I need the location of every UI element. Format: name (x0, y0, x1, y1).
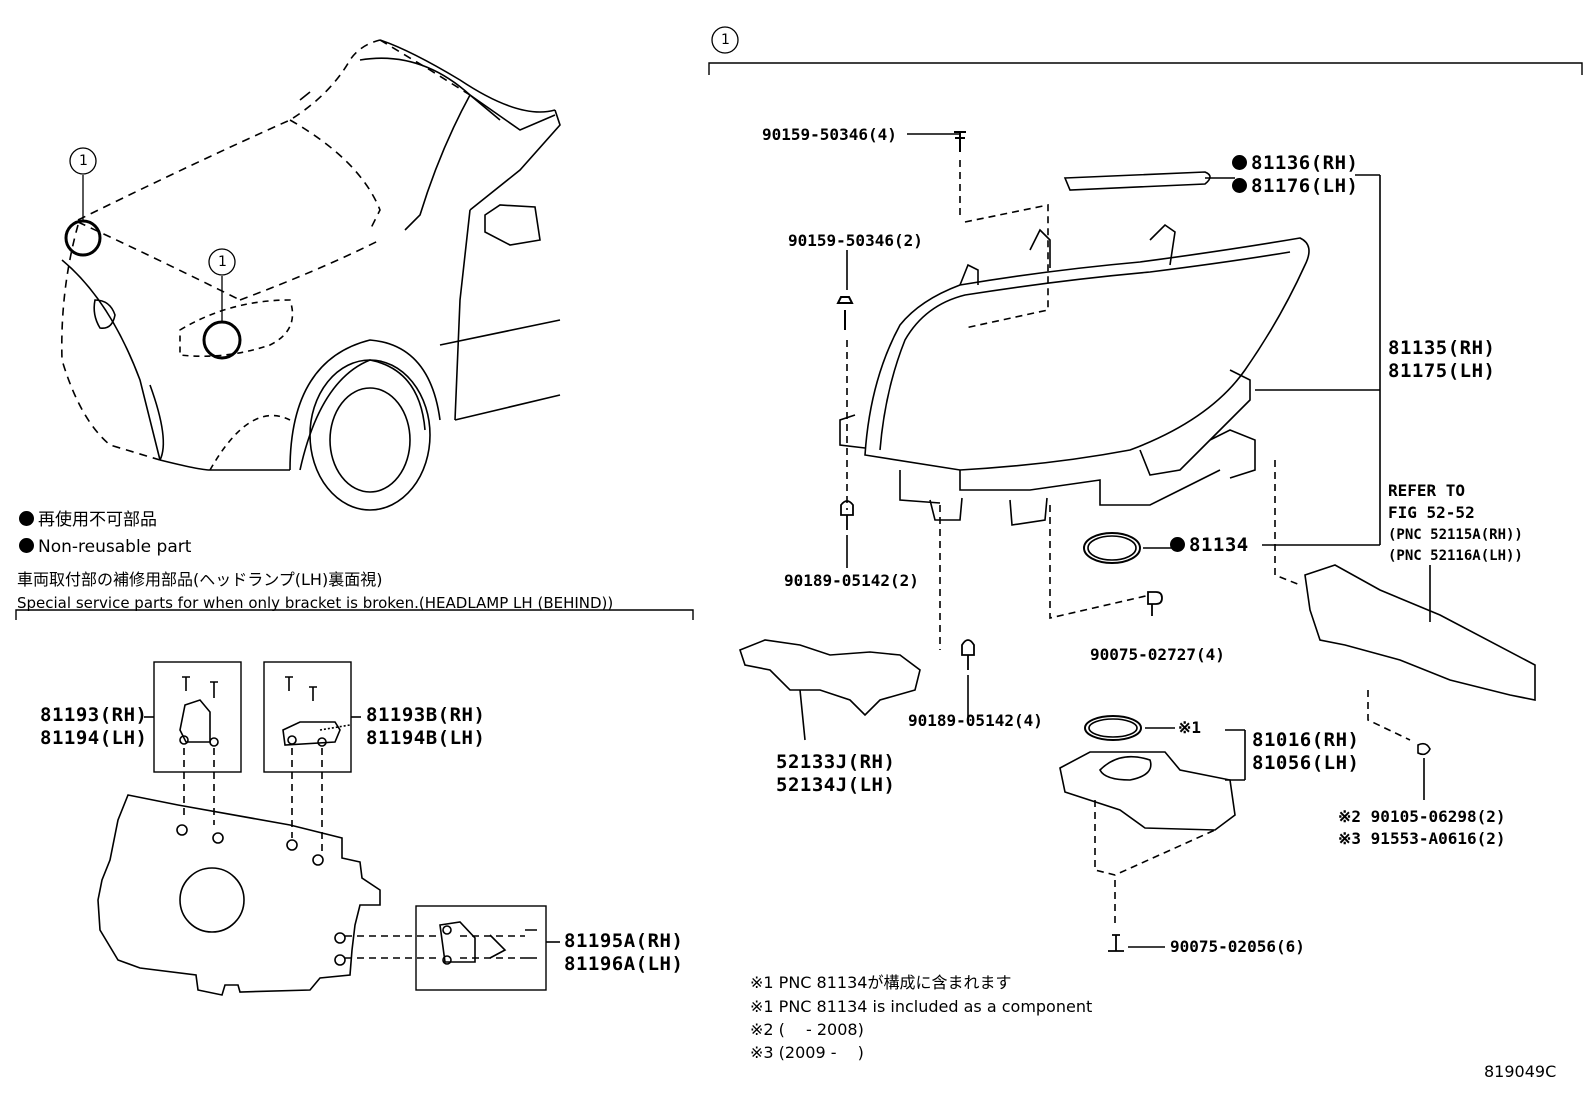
part-90075-mid: 90075-02727(4) (1090, 645, 1225, 664)
part-90075-bottom: 90075-02056(6) (1170, 937, 1305, 956)
service-note-en: Special service parts for when only brac… (17, 594, 614, 612)
note1-mark: ※1 (1178, 718, 1202, 737)
part-90189-left: 90189-05142(2) (784, 571, 919, 590)
vehicle-sketch (61, 39, 561, 511)
refer-fig: FIG 52-52 (1388, 503, 1475, 522)
part-81193: 81193(RH) (40, 704, 148, 726)
non-reusable-dot-icon (1232, 178, 1247, 193)
non-reusable-dot-icon (1232, 155, 1247, 170)
part-81175: 81175(LH) (1388, 360, 1496, 382)
legend-non-reusable-en: Non-reusable part (19, 537, 191, 557)
part-81056: 81056(LH) (1252, 752, 1360, 774)
part-90105: ※2 90105-06298(2) (1338, 807, 1506, 826)
callout-number: 1 (721, 32, 730, 48)
note-2: ※2 ( - 2008) (750, 1020, 864, 1039)
service-note-jp: 車両取付部の補修用部品(ヘッドランプ(LH)裏面視) (17, 570, 383, 589)
callout-number: 1 (218, 254, 227, 270)
note-1-en: ※1 PNC 81134 is included as a component (750, 997, 1093, 1016)
callout-markers (64, 219, 242, 360)
part-81176: 81176(LH) (1232, 176, 1358, 196)
non-reusable-dot-icon (19, 511, 34, 526)
note-3: ※3 (2009 - ) (750, 1043, 864, 1062)
part-81134: 81134 (1170, 535, 1249, 555)
note-1-jp: ※1 PNC 81134が構成に含まれます (750, 973, 1012, 992)
service-parts-section (15, 609, 694, 996)
part-81135: 81135(RH) (1388, 337, 1496, 359)
part-81193b: 81193B(RH) (366, 704, 486, 726)
non-reusable-dot-icon (19, 538, 34, 553)
part-52134j: 52134J(LH) (776, 774, 896, 796)
part-90189-mid: 90189-05142(4) (908, 711, 1043, 730)
headlamp-section (708, 26, 1583, 952)
refer-pnc-rh: (PNC 52115A(RH)) (1388, 527, 1523, 543)
part-52133j: 52133J(RH) (776, 751, 896, 773)
part-91553: ※3 91553-A0616(2) (1338, 829, 1506, 848)
part-90159-left: 90159-50346(2) (788, 231, 923, 250)
refer-to: REFER TO (1388, 481, 1466, 500)
part-81016: 81016(RH) (1252, 729, 1360, 751)
part-81194: 81194(LH) (40, 727, 148, 749)
part-81136: 81136(RH) (1232, 153, 1358, 173)
refer-pnc-lh: (PNC 52116A(LH)) (1388, 548, 1523, 564)
callout-number: 1 (79, 153, 88, 169)
figure-id: 819049C (1484, 1062, 1557, 1081)
non-reusable-dot-icon (1170, 537, 1185, 552)
part-81196a: 81196A(LH) (564, 953, 684, 975)
part-81195a: 81195A(RH) (564, 930, 684, 952)
part-90159-top: 90159-50346(4) (762, 125, 897, 144)
legend-non-reusable-jp: 再使用不可部品 (19, 510, 157, 530)
part-81194b: 81194B(LH) (366, 727, 486, 749)
